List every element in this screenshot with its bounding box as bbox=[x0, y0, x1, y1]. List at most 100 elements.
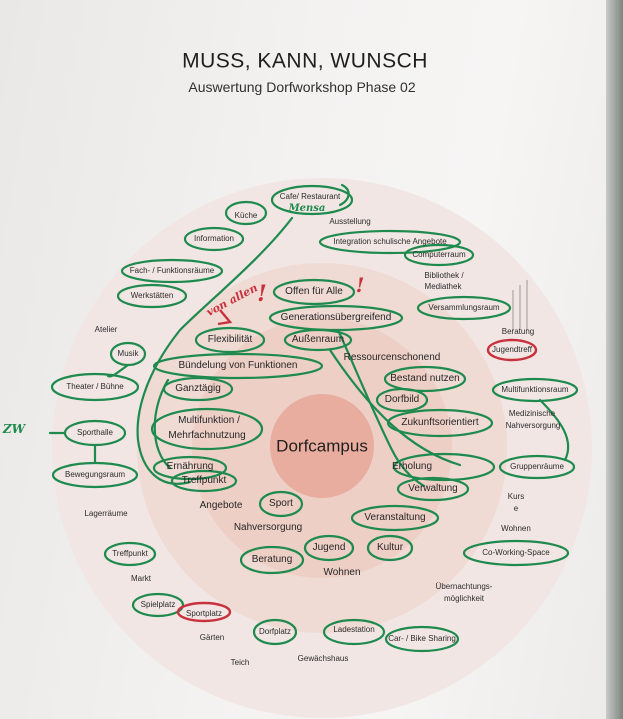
label-atelier: Atelier bbox=[94, 325, 118, 334]
label-lagerraeume: Lagerräume bbox=[84, 509, 128, 518]
oval-spielplatz bbox=[131, 592, 185, 618]
oval-generationsuebergreifend bbox=[268, 304, 404, 332]
label-uebernachtung-1: Übernachtungs- bbox=[435, 582, 493, 591]
label-bewegungsraum: Bewegungsraum bbox=[64, 470, 126, 479]
label-dorfplatz: Dorfplatz bbox=[258, 627, 292, 636]
oval-erholung bbox=[392, 452, 496, 482]
connector-right-main bbox=[336, 328, 426, 488]
label-kurs-1: Kurs bbox=[507, 492, 525, 501]
label-fachraeume: Fach- / Funktionsräume bbox=[129, 266, 215, 275]
label-buendelung: Bündelung von Funktionen bbox=[178, 360, 298, 371]
poster-subtitle: Auswertung Dorfworkshop Phase 02 bbox=[188, 79, 416, 95]
oval-verwaltung bbox=[396, 476, 470, 502]
label-gruppenraeume: Gruppenräume bbox=[510, 462, 564, 471]
handwriting-exclamation-2: ! bbox=[355, 273, 365, 297]
label-flexibilitaet: Flexibilität bbox=[207, 334, 253, 345]
core-circle bbox=[270, 394, 374, 498]
label-erholung: Erholung bbox=[391, 461, 433, 472]
label-carsharing: Car- / Bike Sharing bbox=[388, 634, 456, 643]
label-aussenraum: Außenraum bbox=[291, 334, 345, 345]
label-sport: Sport bbox=[269, 498, 293, 509]
label-uebernachtung-2: möglichkeit bbox=[443, 594, 485, 603]
oval-ladestation bbox=[322, 618, 386, 646]
oval-treffpunkt-inner bbox=[170, 469, 238, 493]
label-treffpunkt-outer: Treffpunkt bbox=[112, 549, 148, 558]
label-computerraum: Computerraum bbox=[412, 250, 466, 259]
label-multifunktion-2: Mehrfachnutzung bbox=[168, 430, 246, 441]
label-medizinische-2: Nahversorgung bbox=[505, 421, 561, 430]
label-angebote: Angebote bbox=[199, 500, 243, 511]
label-gewaechshaus: Gewächshaus bbox=[297, 654, 349, 663]
oval-dorfplatz bbox=[252, 618, 298, 646]
label-ressourcenschonend: Ressourcenschonend bbox=[343, 352, 441, 363]
oval-coworking bbox=[462, 539, 570, 567]
label-wohnen-outer: Wohnen bbox=[501, 524, 531, 533]
connector-mensa bbox=[338, 183, 350, 207]
oval-integration bbox=[318, 229, 462, 255]
label-werkstaetten: Werkstätten bbox=[130, 291, 174, 300]
label-verwaltung: Verwaltung bbox=[408, 483, 458, 494]
label-offen-fuer-alle: Offen für Alle bbox=[285, 286, 343, 297]
label-spielplatz: Spielplatz bbox=[140, 600, 176, 609]
oval-carsharing bbox=[384, 625, 460, 653]
label-ganztaegig: Ganztägig bbox=[175, 383, 221, 394]
label-ernaehrung: Ernährung bbox=[166, 461, 214, 472]
oval-jugend bbox=[303, 534, 355, 562]
oval-multifunktionsraum bbox=[491, 377, 579, 403]
label-versammlungsraum: Versammlungsraum bbox=[428, 303, 500, 312]
oval-buendelung bbox=[152, 352, 324, 380]
label-kurs-2: e bbox=[513, 504, 519, 513]
oval-fachraeume bbox=[120, 258, 224, 284]
label-multifunktionsraum: Multifunktionsraum bbox=[501, 385, 569, 394]
label-integration: Integration schulische Angebote bbox=[333, 237, 447, 246]
connector-left-main bbox=[136, 216, 294, 485]
red-oval-jugendtreff bbox=[486, 338, 538, 362]
label-theater: Theater / Bühne bbox=[66, 382, 124, 391]
label-musik: Musik bbox=[117, 349, 139, 358]
center-label: Dorfcampus bbox=[276, 436, 368, 456]
handwriting-zw: ZW bbox=[2, 422, 26, 436]
label-veranstaltung: Veranstaltung bbox=[364, 512, 426, 523]
oval-versammlungsraum bbox=[416, 295, 512, 321]
connector-right-erholung bbox=[328, 348, 462, 467]
label-beratung-outer: Beratung bbox=[501, 327, 535, 336]
label-cafe: Cafe/ Restaurant bbox=[279, 192, 341, 201]
handwriting-exclamation-1: ! bbox=[257, 281, 267, 307]
label-treffpunkt-inner: Treffpunkt bbox=[181, 475, 227, 486]
label-medizinische-1: Medizinische bbox=[508, 409, 556, 418]
oval-computerraum bbox=[403, 243, 475, 267]
oval-veranstaltung bbox=[350, 504, 440, 532]
red-oval-sportplatz bbox=[176, 601, 232, 623]
pencil-note-right bbox=[512, 280, 528, 330]
label-bibliothek-1: Bibliothek / bbox=[424, 271, 464, 280]
label-bestand-nutzen: Bestand nutzen bbox=[390, 373, 460, 384]
label-ausstellung: Ausstellung bbox=[329, 217, 371, 226]
oval-sport bbox=[258, 490, 304, 518]
label-dorfbild: Dorfbild bbox=[384, 394, 420, 405]
oval-offen-fuer-alle bbox=[272, 278, 356, 306]
label-information: Information bbox=[193, 234, 235, 243]
oval-dorfbild bbox=[375, 387, 429, 413]
oval-ernaehrung bbox=[152, 455, 228, 481]
label-markt: Markt bbox=[131, 574, 151, 583]
connector-musik bbox=[106, 363, 130, 378]
label-jugendtreff: Jugendtreff bbox=[492, 345, 532, 354]
label-coworking: Co-Working-Space bbox=[482, 548, 550, 557]
oval-treffpunkt-outer bbox=[103, 541, 157, 567]
label-bibliothek-2: Mediathek bbox=[424, 282, 462, 291]
label-sporthalle: Sporthalle bbox=[76, 428, 114, 437]
label-nahversorgung: Nahversorgung bbox=[233, 522, 303, 533]
oval-beratung-inner bbox=[239, 545, 305, 575]
connector-left-inner bbox=[153, 378, 172, 470]
handwriting-mensa: Mensa bbox=[288, 203, 326, 214]
oval-gruppenraeume bbox=[498, 454, 576, 480]
oval-flexibilitaet bbox=[194, 326, 266, 354]
oval-aussenraum bbox=[283, 328, 353, 352]
oval-information bbox=[183, 226, 245, 252]
oval-cafe bbox=[270, 184, 354, 216]
label-sportplatz: Sportplatz bbox=[185, 609, 223, 618]
oval-kultur bbox=[366, 534, 414, 562]
oval-werkstaetten bbox=[116, 283, 188, 309]
